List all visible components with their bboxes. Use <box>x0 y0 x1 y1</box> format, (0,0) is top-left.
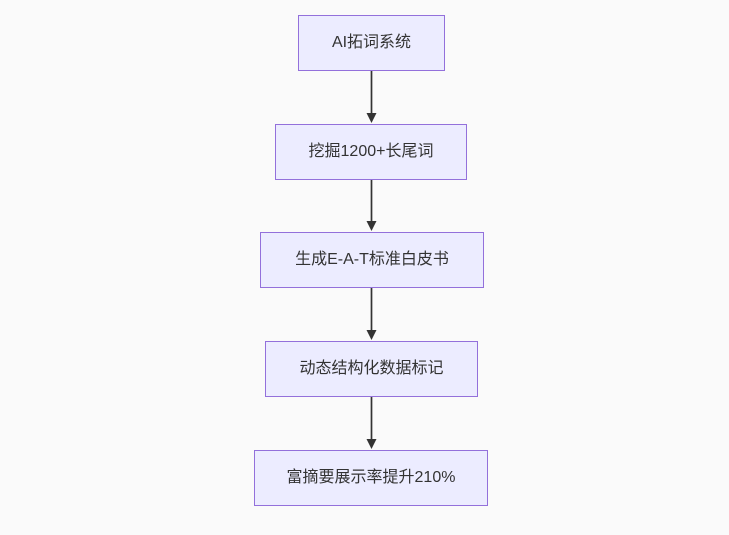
node-rich-snippet-rate-uplift: 富摘要展示率提升210% <box>254 450 488 506</box>
node-dynamic-structured-data-markup: 动态结构化数据标记 <box>265 341 478 397</box>
node-label: 动态结构化数据标记 <box>299 360 444 378</box>
node-label: 挖掘1200+长尾词 <box>308 143 434 161</box>
node-eat-whitepaper-generation: 生成E-A-T标准白皮书 <box>260 232 484 288</box>
node-ai-keyword-system: AI拓词系统 <box>298 15 445 71</box>
node-label: AI拓词系统 <box>331 34 412 52</box>
node-label: 生成E-A-T标准白皮书 <box>295 251 449 269</box>
node-longtail-keyword-mining: 挖掘1200+长尾词 <box>275 124 467 180</box>
node-label: 富摘要展示率提升210% <box>286 469 456 487</box>
